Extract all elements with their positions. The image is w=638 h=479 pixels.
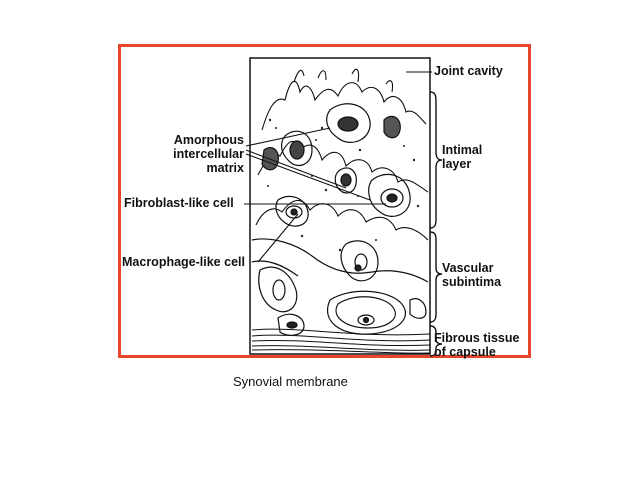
layer-brackets bbox=[429, 91, 443, 357]
label-amorphous-line2: intercellular bbox=[173, 147, 244, 161]
label-macrophage-like-cell: Macrophage-like cell bbox=[122, 255, 245, 269]
label-amorphous-line1: Amorphous bbox=[173, 133, 244, 147]
tissue-block-outline bbox=[249, 57, 431, 355]
label-amorphous-matrix: Amorphous intercellular matrix bbox=[158, 133, 244, 175]
label-intimal-line1: Intimal bbox=[442, 143, 483, 157]
label-amorphous-line3: matrix bbox=[206, 161, 244, 175]
label-fibrous-line1: Fibrous tissue bbox=[434, 331, 520, 345]
leader-lines bbox=[244, 71, 432, 263]
label-vascular-line1: Vascular bbox=[442, 261, 494, 275]
leader-amorphous-2 bbox=[245, 149, 347, 189]
label-vascular-line2: subintima bbox=[442, 275, 502, 289]
stipple-texture bbox=[267, 118, 420, 252]
leader-macrophage bbox=[257, 213, 299, 263]
label-fibroblast-like-cell: Fibroblast-like cell bbox=[124, 196, 234, 210]
label-vascular-subintima: Vascular subintima bbox=[442, 261, 501, 289]
label-fibrous-line2: of capsule bbox=[434, 345, 496, 359]
label-intimal-line2: layer bbox=[442, 157, 472, 171]
label-intimal-layer: Intimal layer bbox=[442, 143, 482, 171]
label-joint-cavity: Joint cavity bbox=[434, 64, 503, 78]
label-fibrous-tissue-capsule: Fibrous tissue of capsule bbox=[434, 331, 519, 359]
figure-caption: Synovial membrane bbox=[233, 374, 348, 389]
intimal-layer-drawing bbox=[255, 68, 429, 241]
fibrous-capsule-drawing bbox=[251, 328, 431, 354]
vascular-subintima-drawing bbox=[251, 238, 429, 336]
leader-amorphous-1 bbox=[245, 127, 331, 147]
leader-amorphous-3 bbox=[245, 153, 371, 201]
intimal-cells bbox=[261, 103, 411, 227]
